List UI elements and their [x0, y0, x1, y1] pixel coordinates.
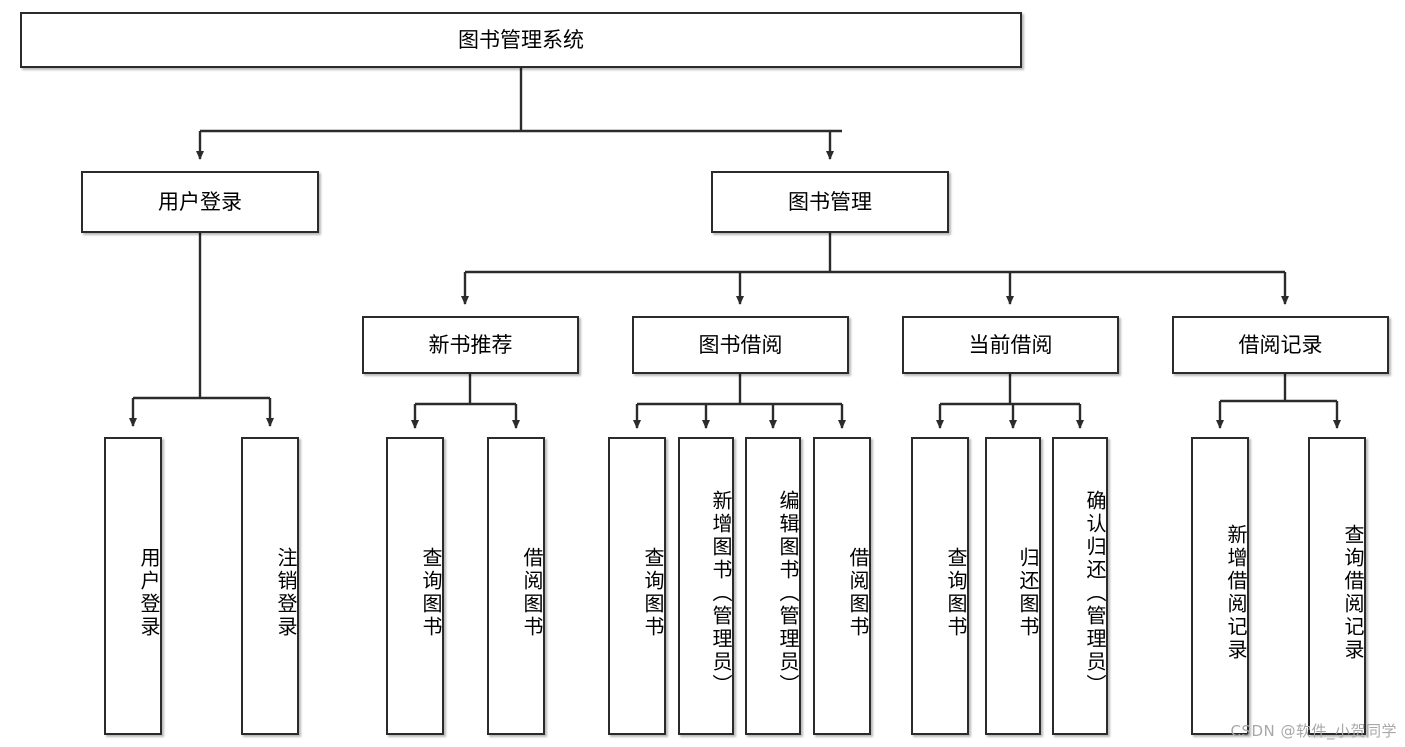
- node-new-book-rec-label: 新书推荐: [428, 332, 513, 357]
- node-book-borrow-label: 图书借阅: [698, 332, 783, 357]
- node-leaf-query-book-3-label: 查询图书: [944, 547, 968, 639]
- node-leaf-user-login[interactable]: 用户登录: [104, 437, 162, 735]
- node-new-book-rec[interactable]: 新书推荐: [362, 316, 579, 374]
- node-borrow-record[interactable]: 借阅记录: [1172, 316, 1389, 374]
- node-leaf-user-logout[interactable]: 注销登录: [241, 437, 299, 735]
- node-leaf-add-borrow-record-label: 新增借阅记录: [1224, 524, 1248, 662]
- node-leaf-user-login-label: 用户登录: [137, 547, 161, 639]
- node-leaf-query-book-1[interactable]: 查询图书: [386, 437, 444, 735]
- node-current-borrow-label: 当前借阅: [968, 332, 1053, 357]
- node-root-label: 图书管理系统: [458, 27, 584, 52]
- node-leaf-query-book-2-label: 查询图书: [641, 547, 665, 639]
- node-leaf-borrow-book-2[interactable]: 借阅图书: [813, 437, 871, 735]
- node-leaf-confirm-return-admin-label: 确认归还（管理员）: [1083, 489, 1107, 697]
- node-leaf-borrow-book-2-label: 借阅图书: [846, 547, 870, 639]
- node-leaf-return-book[interactable]: 归还图书: [985, 437, 1041, 735]
- node-user-login[interactable]: 用户登录: [81, 171, 319, 233]
- node-leaf-confirm-return-admin[interactable]: 确认归还（管理员）: [1052, 437, 1108, 735]
- node-book-borrow[interactable]: 图书借阅: [632, 316, 849, 374]
- node-user-login-label: 用户登录: [158, 189, 242, 214]
- node-leaf-edit-book-admin-label: 编辑图书（管理员）: [776, 489, 800, 697]
- node-current-borrow[interactable]: 当前借阅: [902, 316, 1119, 374]
- node-leaf-query-book-2[interactable]: 查询图书: [608, 437, 666, 735]
- node-leaf-borrow-book-1[interactable]: 借阅图书: [487, 437, 545, 735]
- node-root[interactable]: 图书管理系统: [20, 12, 1022, 68]
- node-leaf-user-logout-label: 注销登录: [274, 547, 298, 639]
- node-book-manage-label: 图书管理: [788, 189, 872, 214]
- node-leaf-return-book-label: 归还图书: [1016, 547, 1040, 639]
- node-leaf-borrow-book-1-label: 借阅图书: [520, 547, 544, 639]
- node-leaf-query-book-3[interactable]: 查询图书: [911, 437, 969, 735]
- node-leaf-add-book-admin[interactable]: 新增图书（管理员）: [678, 437, 734, 735]
- node-book-manage[interactable]: 图书管理: [711, 171, 949, 233]
- node-leaf-edit-book-admin[interactable]: 编辑图书（管理员）: [745, 437, 801, 735]
- node-leaf-add-borrow-record[interactable]: 新增借阅记录: [1191, 437, 1249, 735]
- node-leaf-query-book-1-label: 查询图书: [419, 547, 443, 639]
- node-leaf-add-book-admin-label: 新增图书（管理员）: [709, 489, 733, 697]
- node-leaf-query-borrow-record[interactable]: 查询借阅记录: [1308, 437, 1366, 735]
- node-borrow-record-label: 借阅记录: [1238, 332, 1323, 357]
- node-leaf-query-borrow-record-label: 查询借阅记录: [1341, 524, 1365, 662]
